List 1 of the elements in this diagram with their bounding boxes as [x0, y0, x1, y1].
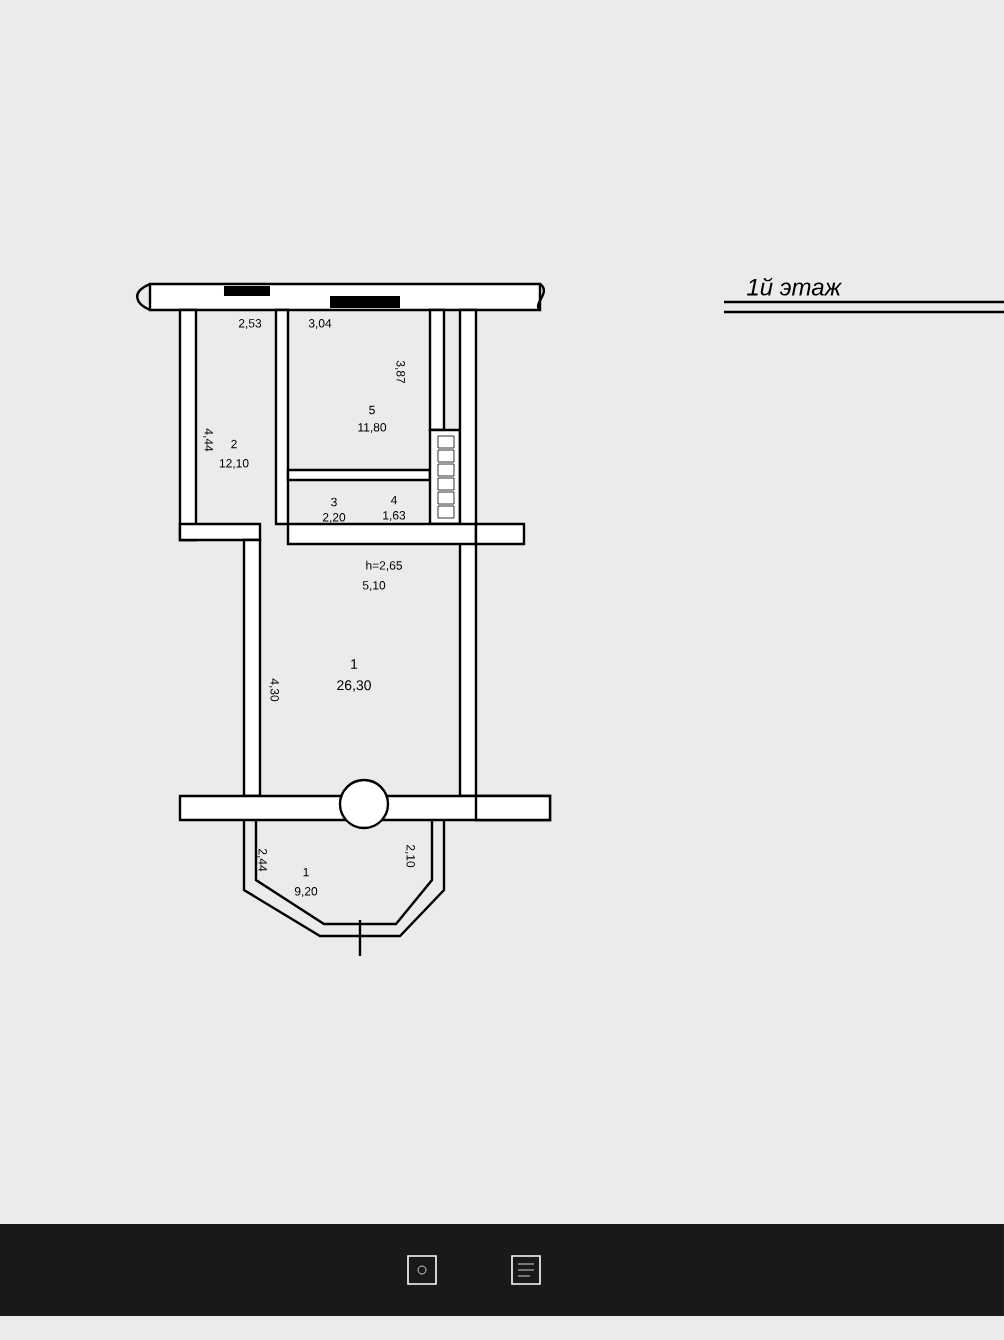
title: 1й этаж [747, 277, 842, 296]
